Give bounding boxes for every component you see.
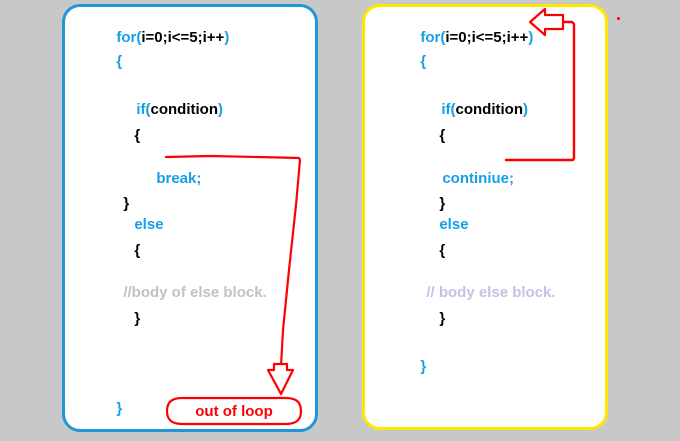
brace-close-if: } <box>439 195 446 212</box>
paren-open: ( <box>440 29 446 46</box>
code-line-close-brace-for: } <box>83 385 122 433</box>
brace-open-else: { <box>134 242 141 259</box>
if-paren-close: ) <box>218 101 224 118</box>
keyword-for: for <box>116 29 137 46</box>
code-line-open-brace-for: { <box>387 38 426 86</box>
paren-open: ( <box>136 29 142 46</box>
code-line-close-brace-for: } <box>387 343 426 391</box>
break-statement-panel: for(i=0;i<=5;i++) { if(condition) { brea… <box>62 4 318 432</box>
if-paren-close: ) <box>523 101 529 118</box>
keyword-if: if <box>136 101 146 118</box>
code-line-open-brace-else: { <box>101 227 140 275</box>
keyword-break: break; <box>156 170 202 187</box>
brace-close-else: } <box>439 310 446 327</box>
for-loop-expression: i=0;i<=5;i++ <box>445 29 529 46</box>
code-line-open-brace-else: { <box>406 227 445 275</box>
code-line-if: if(condition) <box>103 86 223 134</box>
code-line-else: else <box>101 201 164 249</box>
code-line-else: else <box>406 201 469 249</box>
brace-open-for: { <box>420 53 427 70</box>
brace-close-for: } <box>116 400 123 417</box>
paren-close: ) <box>528 29 534 46</box>
code-line-continue: continiue; <box>409 155 514 203</box>
comment-else-body: // body else block. <box>426 284 556 301</box>
continue-code-block: for(i=0;i<=5;i++) { if(condition) { cont… <box>365 7 605 427</box>
if-paren-open: ( <box>145 101 151 118</box>
code-line-break: break; <box>123 155 201 203</box>
keyword-else: else <box>439 216 469 233</box>
paren-close: ) <box>224 29 230 46</box>
keyword-if: if <box>441 101 451 118</box>
red-dot-marker <box>617 17 620 20</box>
brace-open-for: { <box>116 53 123 70</box>
out-of-loop-label: out of loop <box>195 402 273 420</box>
keyword-for: for <box>420 29 441 46</box>
if-paren-open: ( <box>450 101 456 118</box>
comment-else-body: //body of else block. <box>123 284 267 301</box>
code-line-open-brace-if: { <box>406 112 445 160</box>
brace-close-if: } <box>123 195 130 212</box>
brace-open-if: { <box>134 127 141 144</box>
code-line-close-brace-else: } <box>406 295 445 343</box>
for-loop-expression: i=0;i<=5;i++ <box>141 29 225 46</box>
break-code-block: for(i=0;i<=5;i++) { if(condition) { brea… <box>65 7 315 429</box>
brace-open-else: { <box>439 242 446 259</box>
keyword-continue: continiue; <box>442 170 515 187</box>
code-line-open-brace-if: { <box>101 112 140 160</box>
brace-close-for: } <box>420 358 427 375</box>
code-line-close-brace-else: } <box>101 295 140 343</box>
code-line-close-brace-if: } <box>406 180 445 228</box>
brace-close-else: } <box>134 310 141 327</box>
continue-statement-panel: for(i=0;i<=5;i++) { if(condition) { cont… <box>362 4 608 430</box>
code-line-comment: // body else block. <box>393 269 556 317</box>
brace-open-if: { <box>439 127 446 144</box>
code-line-for: for(i=0;i<=5;i++) <box>83 14 229 62</box>
code-line-open-brace-for: { <box>83 38 122 86</box>
if-condition: condition <box>150 101 219 118</box>
keyword-else: else <box>134 216 164 233</box>
if-condition: condition <box>455 101 524 118</box>
code-line-close-brace-if: } <box>90 180 129 228</box>
